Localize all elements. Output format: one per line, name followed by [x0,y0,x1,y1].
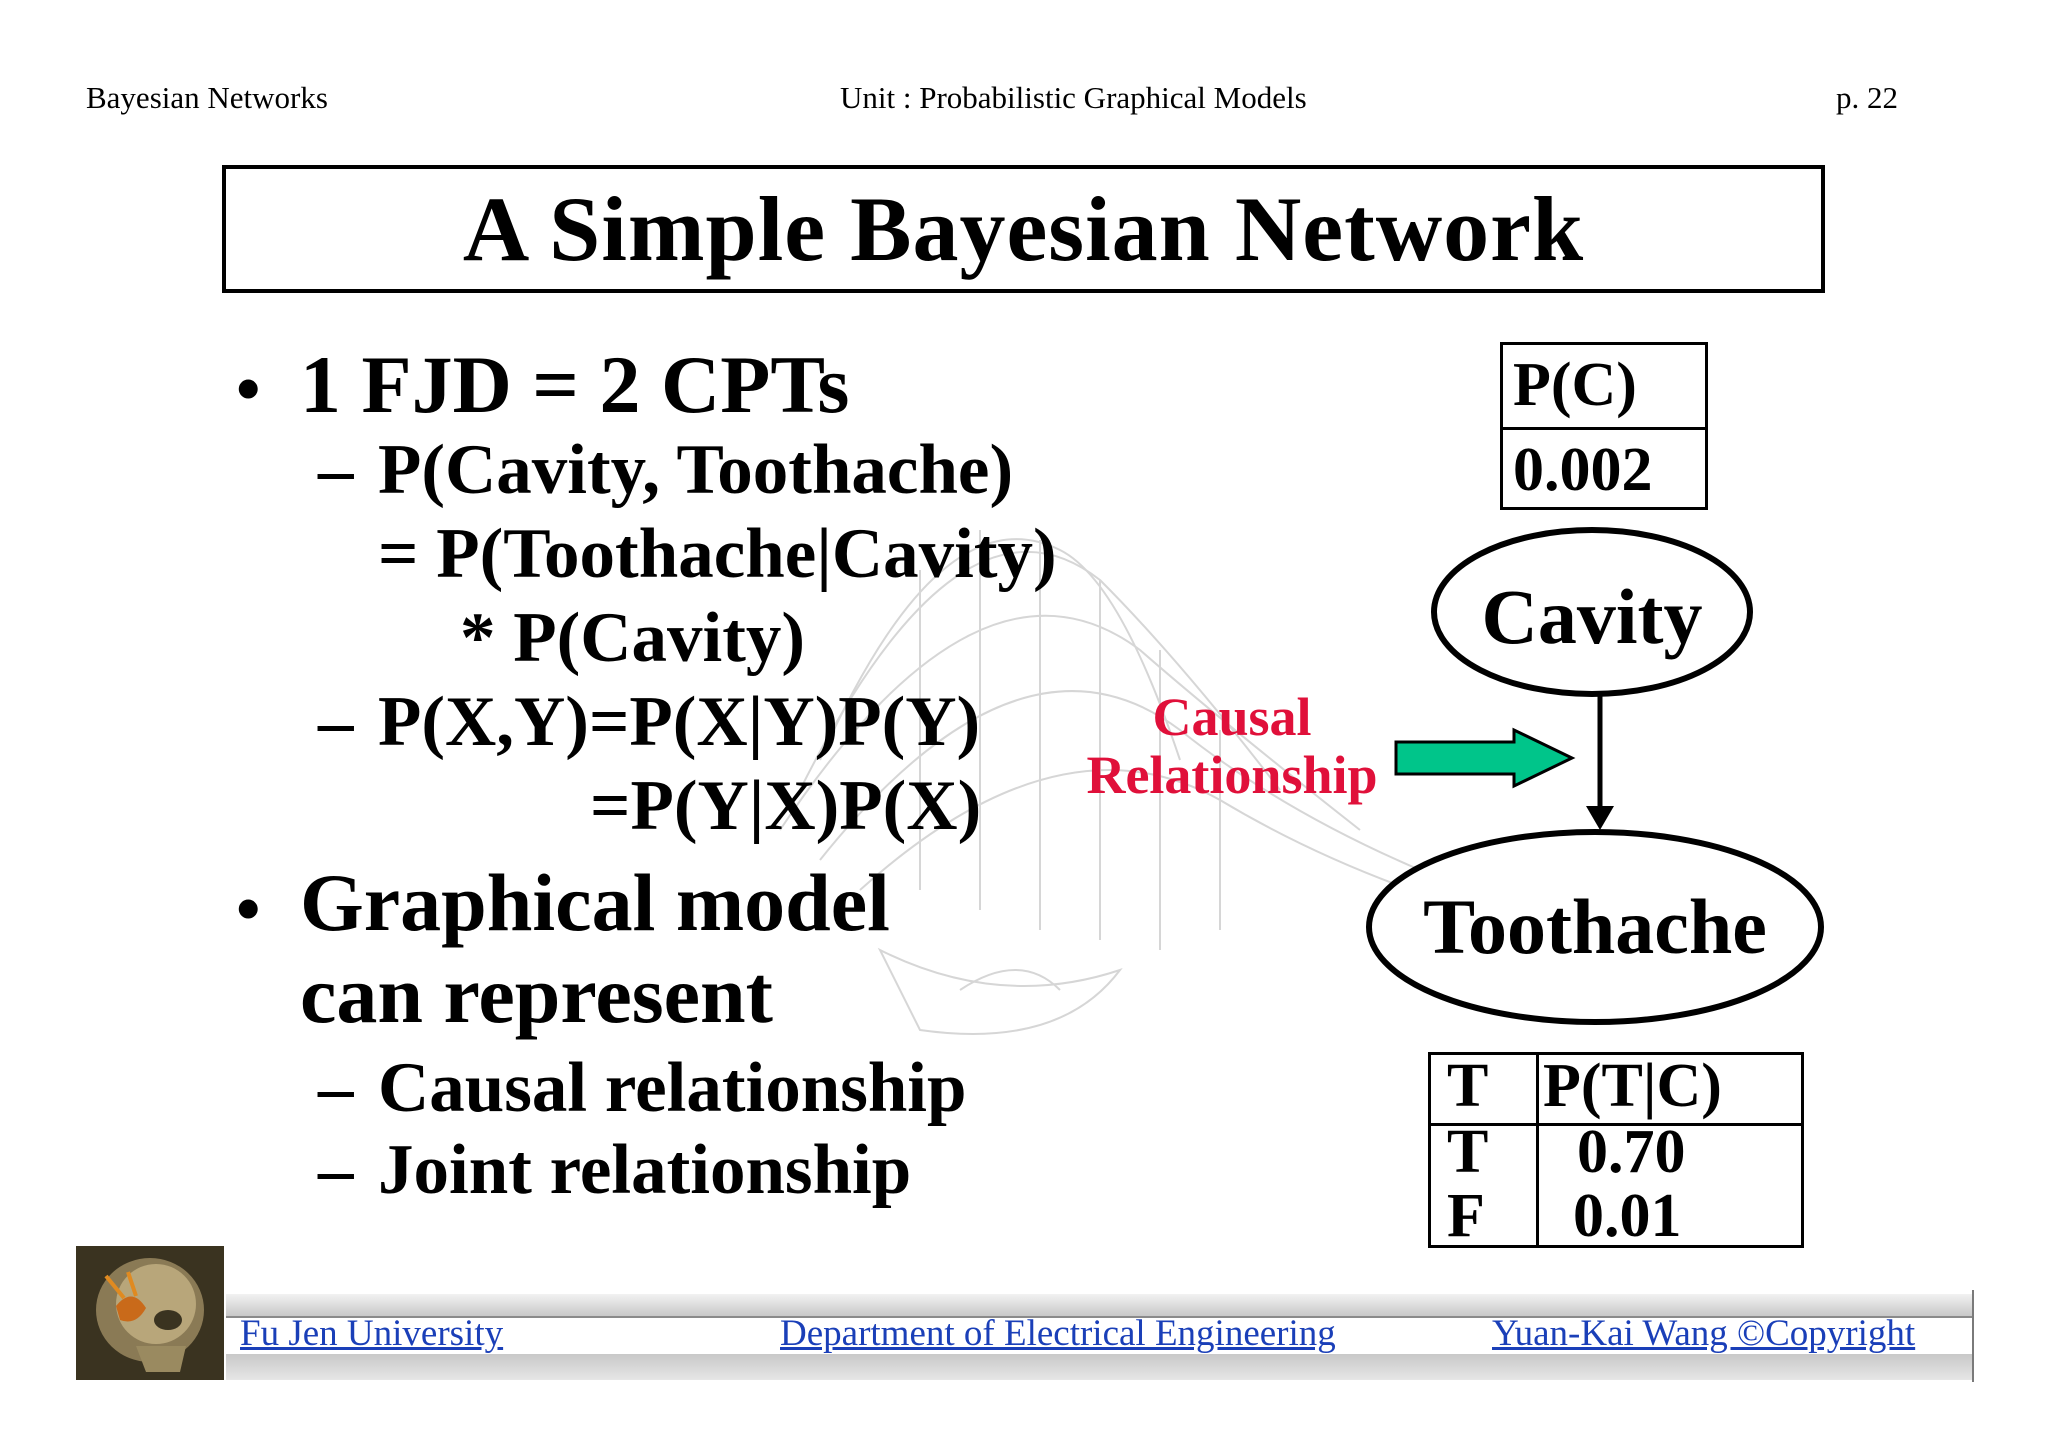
header-course-title: Bayesian Networks [86,80,328,115]
table-divider-horizontal [1431,1123,1801,1126]
cavity-node [1431,527,1753,697]
dash-marker: – [318,431,354,509]
footer-bar [226,1294,1974,1316]
causal-label-line1: Causal [1152,687,1312,747]
dash-marker: – [318,1131,354,1209]
footer-link-department[interactable]: Department of Electrical Engineering [780,1313,1336,1354]
prior-probability-table: P(C) 0.002 [1500,342,1708,510]
conditional-probability-table: T P(T|C) T 0.70 F 0.01 [1428,1052,1804,1250]
bullet-graphical-model-line1: Graphical model [300,857,890,948]
formula-bayes-line2: =P(Y|X)P(X) [590,767,982,845]
edge-arrowhead [1586,806,1614,830]
background-surface-illustration [779,530,1441,1035]
formula-bayes-line1: P(X,Y)=P(X|Y)P(Y) [378,683,981,761]
sub-causal-relationship: Causal relationship [378,1049,967,1127]
header-page-number: p. 22 [1836,80,1898,115]
cavity-node-label: Cavity [1481,573,1703,660]
toothache-node [1366,829,1824,1025]
cpt-row-c: T [1447,1118,1489,1186]
bullet-dot: • [236,351,261,428]
cpt-row-prob: 0.01 [1573,1182,1682,1250]
bullet-fjd-cpts: 1 FJD = 2 CPTs [300,339,850,430]
slide-title: A Simple Bayesian Network [462,178,1585,280]
formula-joint-line3: * P(Cavity) [460,599,806,677]
slide-title-box: A Simple Bayesian Network [222,165,1825,293]
skull-logo-icon [76,1246,224,1380]
cpt-header-prob: P(T|C) [1543,1052,1722,1120]
dash-marker: – [318,1049,354,1127]
bullet-graphical-model-line2: can represent [300,949,773,1040]
causal-arrow [1394,727,1576,789]
footer-link-university[interactable]: Fu Jen University [240,1313,504,1354]
footer-bar [226,1354,1974,1380]
formula-joint-line2: = P(Toothache|Cavity) [378,515,1057,593]
prior-table-value: 0.002 [1513,436,1653,504]
cpt-row-c: F [1447,1182,1485,1250]
bullet-dot: • [236,871,261,948]
dash-marker: – [318,683,354,761]
footer-link-copyright[interactable]: Yuan-Kai Wang ©Copyright [1492,1313,1916,1354]
footer-bar-end [1972,1290,1974,1382]
table-divider-vertical [1536,1055,1539,1245]
sub-joint-relationship: Joint relationship [378,1131,912,1209]
header-unit-title: Unit : Probabilistic Graphical Models [840,80,1307,115]
toothache-node-label: Toothache [1423,883,1767,970]
causal-relationship-label: Causal Relationship [1062,688,1402,804]
cpt-header-c: T [1447,1052,1489,1120]
causal-label-line2: Relationship [1086,745,1378,805]
formula-joint-line1: P(Cavity, Toothache) [378,431,1014,509]
cpt-row-prob: 0.70 [1577,1118,1686,1186]
prior-table-header: P(C) [1503,345,1705,430]
